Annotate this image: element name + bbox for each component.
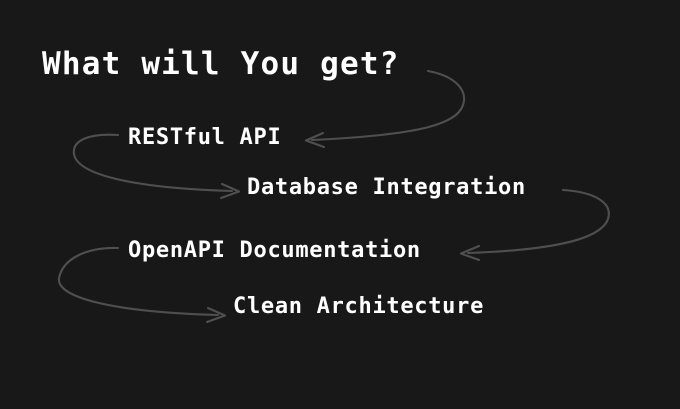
list-item-openapi-documentation: OpenAPI Documentation: [128, 238, 421, 263]
connector-database-integration-to-openapi-documentation: [459, 188, 610, 262]
list-item-database-integration: Database Integration: [247, 175, 526, 200]
slide-title: What will You get?: [42, 46, 400, 82]
list-item-restful-api: RESTful API: [128, 125, 282, 150]
list-item-clean-architecture: Clean Architecture: [233, 294, 485, 319]
connector-title-to-restful-api: [304, 69, 466, 149]
